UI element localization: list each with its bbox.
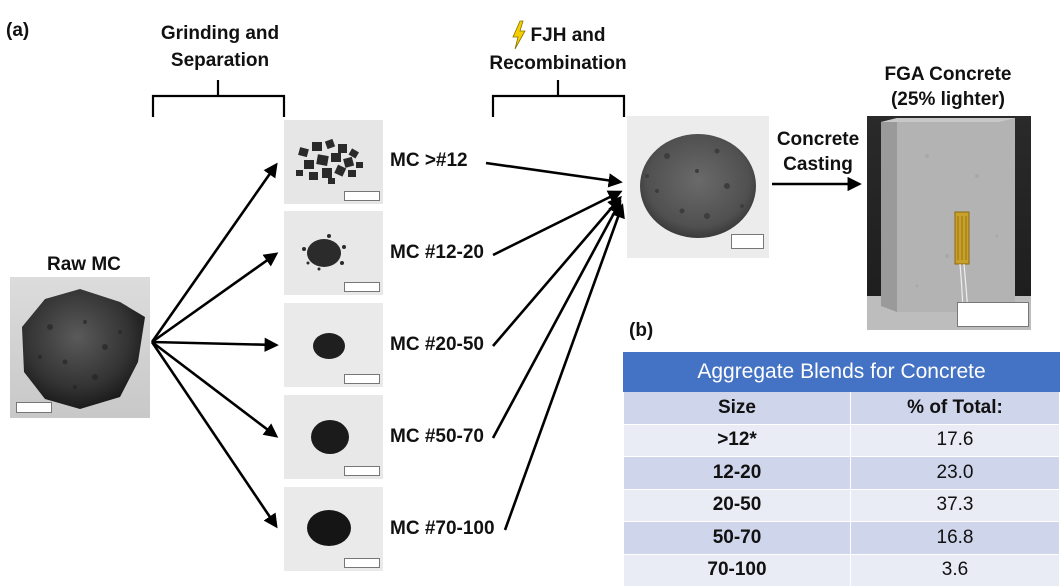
rock-icon <box>22 289 145 409</box>
scale-bar <box>344 466 380 476</box>
size-cell: >12* <box>623 423 851 457</box>
raw-mc-photo <box>10 277 150 418</box>
aggregate-blends-table: Aggregate Blends for Concrete Size % of … <box>623 352 1060 587</box>
scale-bar <box>957 302 1029 327</box>
fga-concrete-label: FGA Concrete (25% lighter) <box>866 62 1030 112</box>
pct-cell: 3.6 <box>850 553 1060 587</box>
scale-bar <box>344 191 380 201</box>
fraction-photo-12 <box>284 120 383 204</box>
fraction-label-70-100: MC #70-100 <box>390 518 495 539</box>
arrow-from-20-50 <box>492 195 622 347</box>
recombined-powder-photo <box>627 116 769 258</box>
fga-label-line2: (25% lighter) <box>890 89 1006 110</box>
concrete-block-photo <box>867 116 1031 330</box>
arrow-from-70-100 <box>503 203 625 531</box>
finer-powder-icon <box>311 420 349 454</box>
arrow-from-12 <box>485 161 623 188</box>
fraction-label-12-20: MC #12-20 <box>390 242 484 263</box>
pct-cell: 16.8 <box>850 521 1060 555</box>
pct-cell: 37.3 <box>850 488 1060 522</box>
finest-powder-icon <box>307 510 351 546</box>
scale-bar <box>344 282 380 292</box>
pct-cell: 17.6 <box>850 423 1060 457</box>
fraction-label-50-70: MC #50-70 <box>390 426 484 447</box>
size-cell: 70-100 <box>623 553 851 587</box>
pct-cell: 23.0 <box>850 456 1060 490</box>
size-cell: 20-50 <box>623 488 851 522</box>
col-header-pct: % of Total: <box>850 391 1060 425</box>
size-cell: 12-20 <box>623 456 851 490</box>
arrow-from-50-70 <box>491 199 622 439</box>
fraction-label-12: MC >#12 <box>390 150 468 171</box>
scale-bar <box>344 558 380 568</box>
table-row: 12-20 23.0 <box>623 456 1060 490</box>
arrow-to-20-50 <box>151 337 279 352</box>
table-row: 50-70 16.8 <box>623 521 1060 555</box>
col-header-size: Size <box>623 391 851 425</box>
fjh-bracket <box>491 94 626 117</box>
grinding-label-line1: Grinding and <box>160 23 280 44</box>
fraction-photo-70-100 <box>284 487 383 571</box>
arrow-to-12 <box>150 162 278 343</box>
panel-a-label: (a) <box>6 20 30 41</box>
table-row: 20-50 37.3 <box>623 488 1060 522</box>
table-title: Aggregate Blends for Concrete <box>623 352 1060 392</box>
grinding-bracket <box>151 94 286 117</box>
raw-mc-label: Raw MC <box>47 254 121 275</box>
fjh-label-line2: Recombination <box>489 53 627 74</box>
medium-granules-icon <box>302 234 346 271</box>
fraction-photo-50-70 <box>284 395 383 479</box>
scale-bar <box>16 402 52 413</box>
lightning-icon <box>511 20 526 50</box>
casting-label-line2: Casting <box>783 154 853 175</box>
fjh-label-line1: FJH and <box>530 24 606 46</box>
fraction-photo-20-50 <box>284 303 383 387</box>
arrow-to-70-100 <box>150 341 278 529</box>
arrow-from-12-20 <box>492 190 623 257</box>
fraction-photo-12-20 <box>284 211 383 295</box>
table-row: >12* 17.6 <box>623 423 1060 457</box>
table-row: 70-100 3.6 <box>623 553 1060 587</box>
panel-b-label: (b) <box>629 320 654 341</box>
powder-pile-icon <box>640 134 756 238</box>
grinding-separation-label: Grinding and Separation <box>140 20 300 74</box>
fga-label-line1: FGA Concrete <box>884 64 1012 85</box>
scale-bar <box>344 374 380 384</box>
fine-powder-icon <box>313 333 345 359</box>
fjh-recombination-label: FJH and Recombination <box>478 20 638 77</box>
fraction-label-20-50: MC #20-50 <box>390 334 484 355</box>
arrow-to-12-20 <box>151 252 279 344</box>
size-cell: 50-70 <box>623 521 851 555</box>
arrow-to-50-70 <box>151 340 279 438</box>
coarse-granules-icon <box>296 138 363 184</box>
casting-label-line1: Concrete <box>776 129 860 150</box>
concrete-casting-label: Concrete Casting <box>768 127 868 177</box>
grinding-label-line2: Separation <box>170 50 270 71</box>
fjh-label-row: FJH and <box>478 20 638 50</box>
scale-bar <box>731 234 764 249</box>
